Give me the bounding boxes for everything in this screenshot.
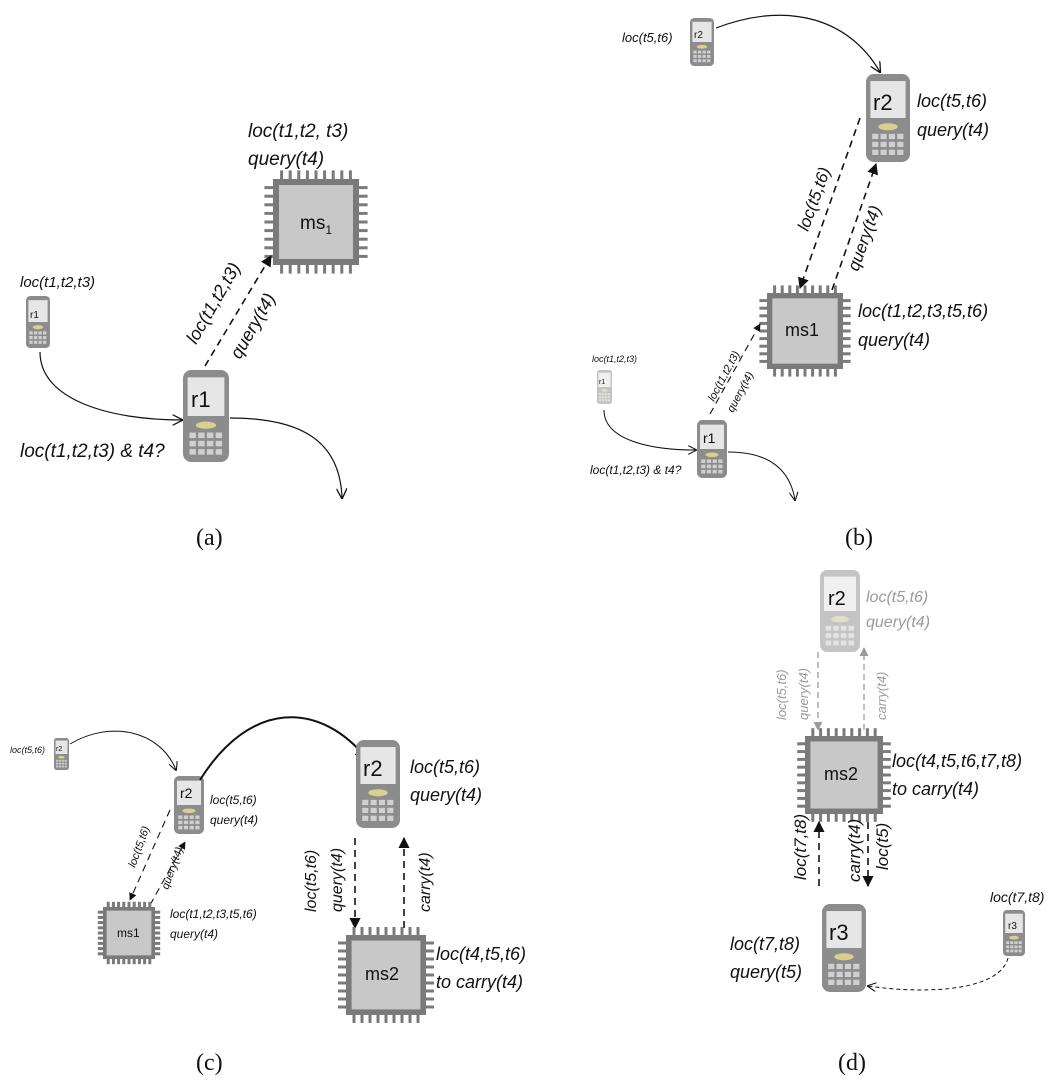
ms1-query-c: query(t4)	[170, 927, 218, 941]
move-arrow-r2-b	[716, 15, 880, 72]
loc-arrow-label-b: loc(t5,t6)	[794, 165, 834, 234]
r1-request-label: loc(t1,t2,t3) & t4?	[20, 441, 165, 462]
move-arrow-r2-small-c	[70, 731, 176, 770]
up-label-c: carry(t4)	[417, 852, 434, 912]
r1-small-device	[26, 296, 50, 348]
ms1-chip-label-b: ms1	[785, 320, 819, 340]
r2-small-loc-c: loc(t5,t6)	[10, 745, 45, 755]
r3-loc-d: loc(t7,t8)	[730, 934, 800, 954]
ms2-loc-c: loc(t4,t5,t6)	[436, 944, 526, 964]
move-arrow-r1	[40, 352, 182, 420]
r2-label-c: r2	[363, 756, 383, 781]
ms2-loc-d: loc(t4,t5,t6,t7,t8)	[892, 751, 1022, 771]
up-label-d: loc(t7,t8)	[791, 814, 810, 880]
r1-request-label-b: loc(t1,t2,t3) & t4?	[590, 463, 682, 477]
leave-arrow-r1	[230, 418, 342, 498]
r3-small-label-d: r3	[1008, 921, 1017, 932]
r1-label: r1	[191, 387, 211, 412]
ms1-query-label-b: query(t4)	[858, 330, 930, 350]
caption-a: (a)	[196, 525, 223, 551]
panel-a: loc(t1,t2, t3) query(t4) ms1 r1 loc(t1,t…	[20, 121, 368, 551]
r2-query-c: query(t4)	[410, 785, 482, 805]
r2-small-label-c: r2	[56, 746, 62, 753]
r3-small-loc-d: loc(t7,t8)	[990, 889, 1044, 905]
r2-mid-loc-c: loc(t5,t6)	[210, 793, 257, 807]
caption-b: (b)	[845, 525, 873, 551]
panel-d: r2 loc(t5,t6) query(t4) loc(t5,t6) query…	[730, 570, 1044, 1076]
r3-small-device-d	[1003, 910, 1025, 956]
r1-small-label-b: r1	[599, 379, 605, 386]
r2-query-d: query(t4)	[866, 614, 930, 631]
r2-small-device	[690, 18, 714, 66]
r2-small-label: r2	[694, 30, 703, 41]
panel-c: loc(t5,t6) r2 r2 loc(t5,t6) query(t4) lo…	[10, 717, 526, 1076]
move-arrow-r1-b	[604, 410, 696, 450]
ms1-loc-label: loc(t1,t2, t3)	[248, 121, 348, 142]
ms1-loc-c: loc(t1,t2,t3,t5,t6)	[170, 907, 257, 921]
r2-query-label: query(t4)	[917, 120, 989, 140]
ms2-chip-label-d: ms2	[824, 764, 858, 784]
gray-up-label-d: carry(t4)	[874, 672, 889, 720]
r3-query-d: query(t5)	[730, 962, 802, 982]
r3-label-d: r3	[829, 920, 849, 945]
ms2-carry-d: to carry(t4)	[892, 779, 979, 799]
r2-label-d: r2	[828, 588, 846, 610]
r2-mid-label-c: r2	[180, 785, 193, 801]
ms2-chip-label-c: ms2	[365, 964, 399, 984]
down-label-2-d: loc(t5)	[873, 823, 892, 870]
gray-down-label-1-d: loc(t5,t6)	[774, 669, 789, 720]
r2-device-c	[356, 740, 400, 828]
r2-device-d	[820, 570, 860, 652]
mid-loc-label-c: loc(t5,t6)	[127, 824, 153, 869]
r1-small-device-b	[597, 370, 612, 404]
leave-arrow-r1-b	[728, 452, 795, 500]
r2-label: r2	[873, 90, 893, 115]
ms2-carry-c: to carry(t4)	[436, 972, 523, 992]
r2-small-device-c	[54, 738, 69, 770]
down-label-1-d: carry(t4)	[845, 819, 864, 882]
r1-small-loc: loc(t1,t2,t3)	[20, 274, 95, 291]
ms1-chip-label-c: ms1	[117, 926, 140, 940]
caption-d: (d)	[838, 1050, 866, 1076]
gray-down-label-2-d: query(t4)	[796, 668, 811, 720]
r2-small-loc: loc(t5,t6)	[622, 30, 673, 45]
r2-device	[866, 74, 910, 162]
move-arrow-r3-d	[868, 958, 1008, 990]
r1-device	[183, 370, 229, 462]
r1-label-b: r1	[703, 430, 716, 446]
move-arrow-r2-c	[200, 717, 368, 780]
ms1-query-label: query(t4)	[248, 149, 324, 170]
r1-device-b	[697, 420, 727, 478]
mid-query-label-c: query(t4)	[160, 845, 186, 891]
r1-small-label: r1	[30, 310, 39, 321]
down-label-2-c: query(t4)	[329, 848, 346, 912]
r3-device-d	[822, 904, 866, 992]
down-label-1-c: loc(t5,t6)	[303, 850, 320, 912]
query-arrow-label-a: query(t4)	[226, 290, 279, 362]
caption-c: (c)	[196, 1050, 223, 1076]
r2-loc-c: loc(t5,t6)	[410, 757, 480, 777]
loc-arrow-label-a: loc(t1,t2,t3)	[182, 259, 244, 347]
ms1-loc-label-b: loc(t1,t2,t3,t5,t6)	[858, 301, 988, 321]
r2-loc-d: loc(t5,t6)	[866, 589, 928, 606]
r2-loc-label: loc(t5,t6)	[917, 91, 987, 111]
r2-mid-query-c: query(t4)	[210, 813, 258, 827]
panel-b: loc(t5,t6) r2 r2 loc(t5,t6) query(t4) lo…	[590, 15, 989, 551]
r1-small-loc-b: loc(t1,t2,t3)	[592, 354, 637, 364]
